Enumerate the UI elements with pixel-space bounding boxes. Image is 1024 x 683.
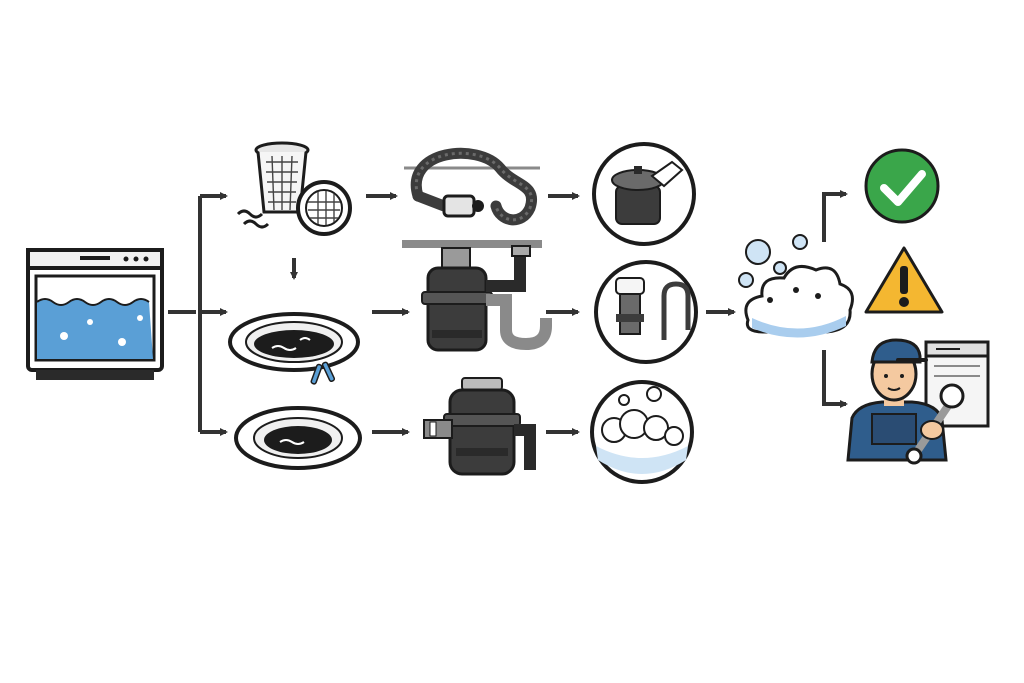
branch-foam-up (822, 190, 848, 242)
sink-drain-icon (234, 406, 362, 470)
technician-repair-icon (846, 338, 990, 465)
check-valve-icon (592, 142, 696, 246)
branch-foam-down (822, 350, 848, 408)
drain-hose-icon (404, 147, 540, 226)
filter-basket-icon (236, 141, 352, 236)
garbage-disposal-pipes-icon (402, 240, 552, 352)
foam-icon (738, 234, 854, 338)
garbage-disposal-knockout-plug-icon (423, 377, 536, 476)
suds-water-icon (590, 380, 694, 484)
air-gap-icon (594, 260, 698, 364)
checkmark-icon (864, 148, 940, 224)
drain-clog-icon (228, 312, 360, 385)
dishwasher-standing-water-icon (26, 248, 164, 380)
warning-icon (864, 246, 944, 314)
connector-arrows (168, 190, 848, 436)
